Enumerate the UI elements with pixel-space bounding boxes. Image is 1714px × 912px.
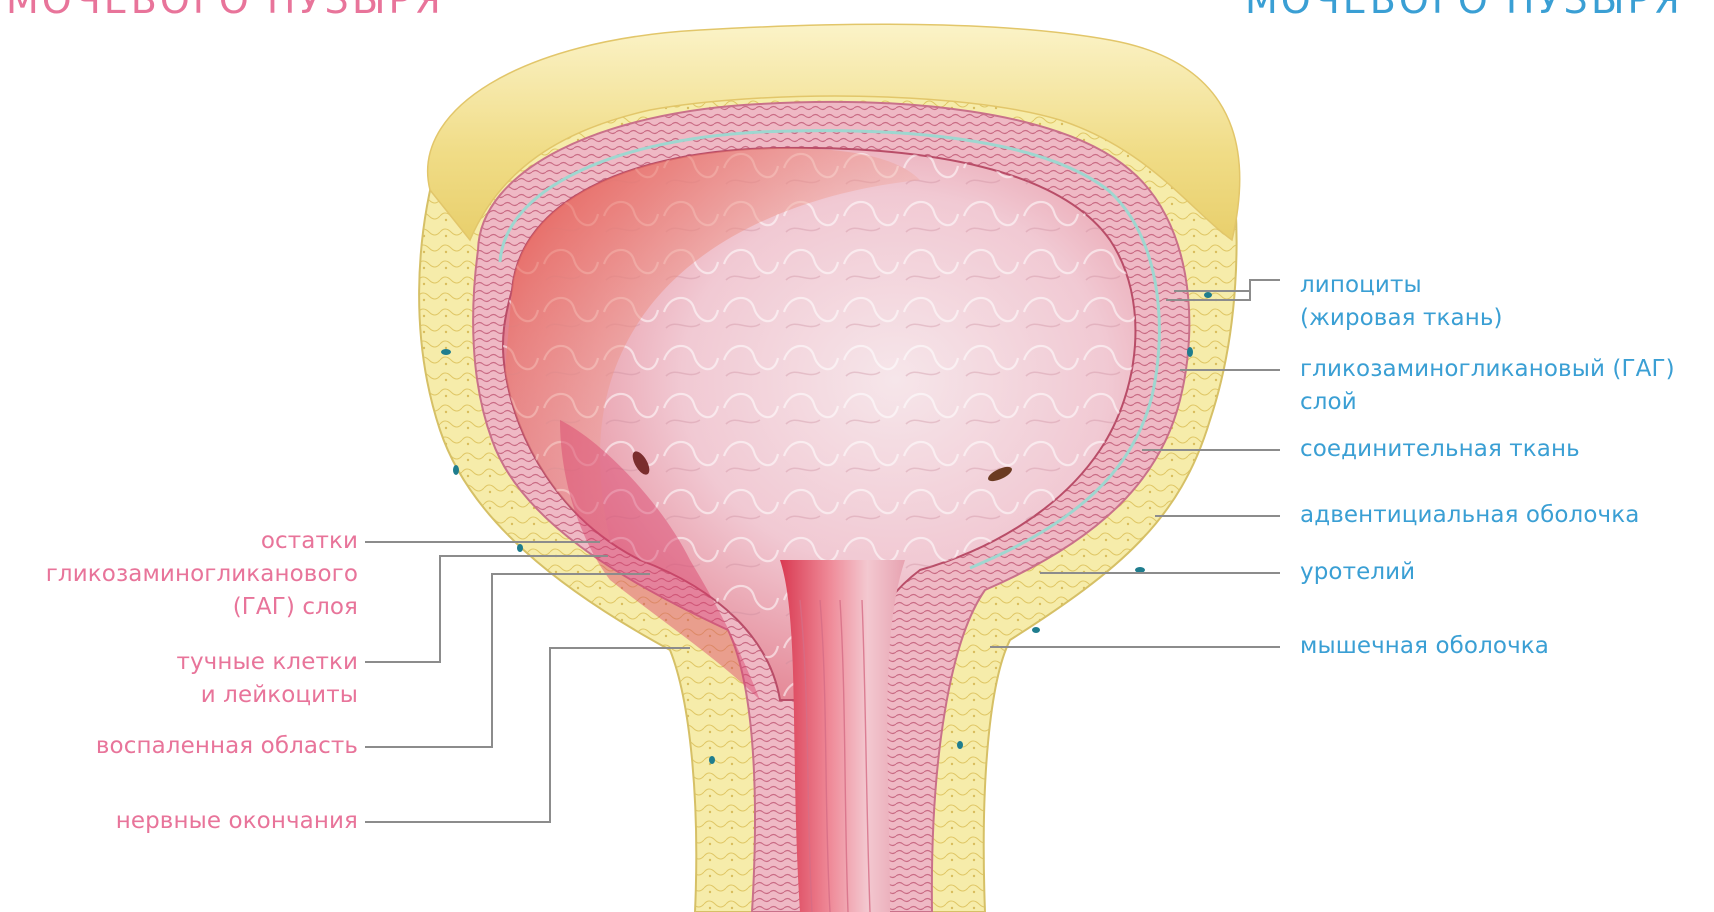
- left-heading: МОЧЕВОГО ПУЗЫРЯ: [6, 0, 444, 22]
- label-nerve-endings: нервные окончания: [116, 805, 358, 838]
- label-adventitia: адвентициальная оболочка: [1300, 499, 1639, 532]
- label-urothelium: уротелий: [1300, 556, 1415, 589]
- label-gag-layer: гликозаминогликановый (ГАГ) слой: [1300, 353, 1675, 419]
- label-inflamed-area: воспаленная область: [96, 730, 358, 763]
- right-heading: МОЧЕВОГО ПУЗЫРЯ: [1245, 0, 1683, 22]
- label-connective-tissue: соединительная ткань: [1300, 433, 1580, 466]
- label-lipocytes: липоциты (жировая ткань): [1300, 269, 1503, 335]
- label-muscle-layer: мышечная оболочка: [1300, 630, 1549, 663]
- label-gag-remnants: остатки гликозаминогликанового (ГАГ) сло…: [46, 525, 358, 624]
- urethra-shape: [780, 560, 905, 912]
- label-mast-cells: тучные клетки и лейкоциты: [176, 646, 358, 712]
